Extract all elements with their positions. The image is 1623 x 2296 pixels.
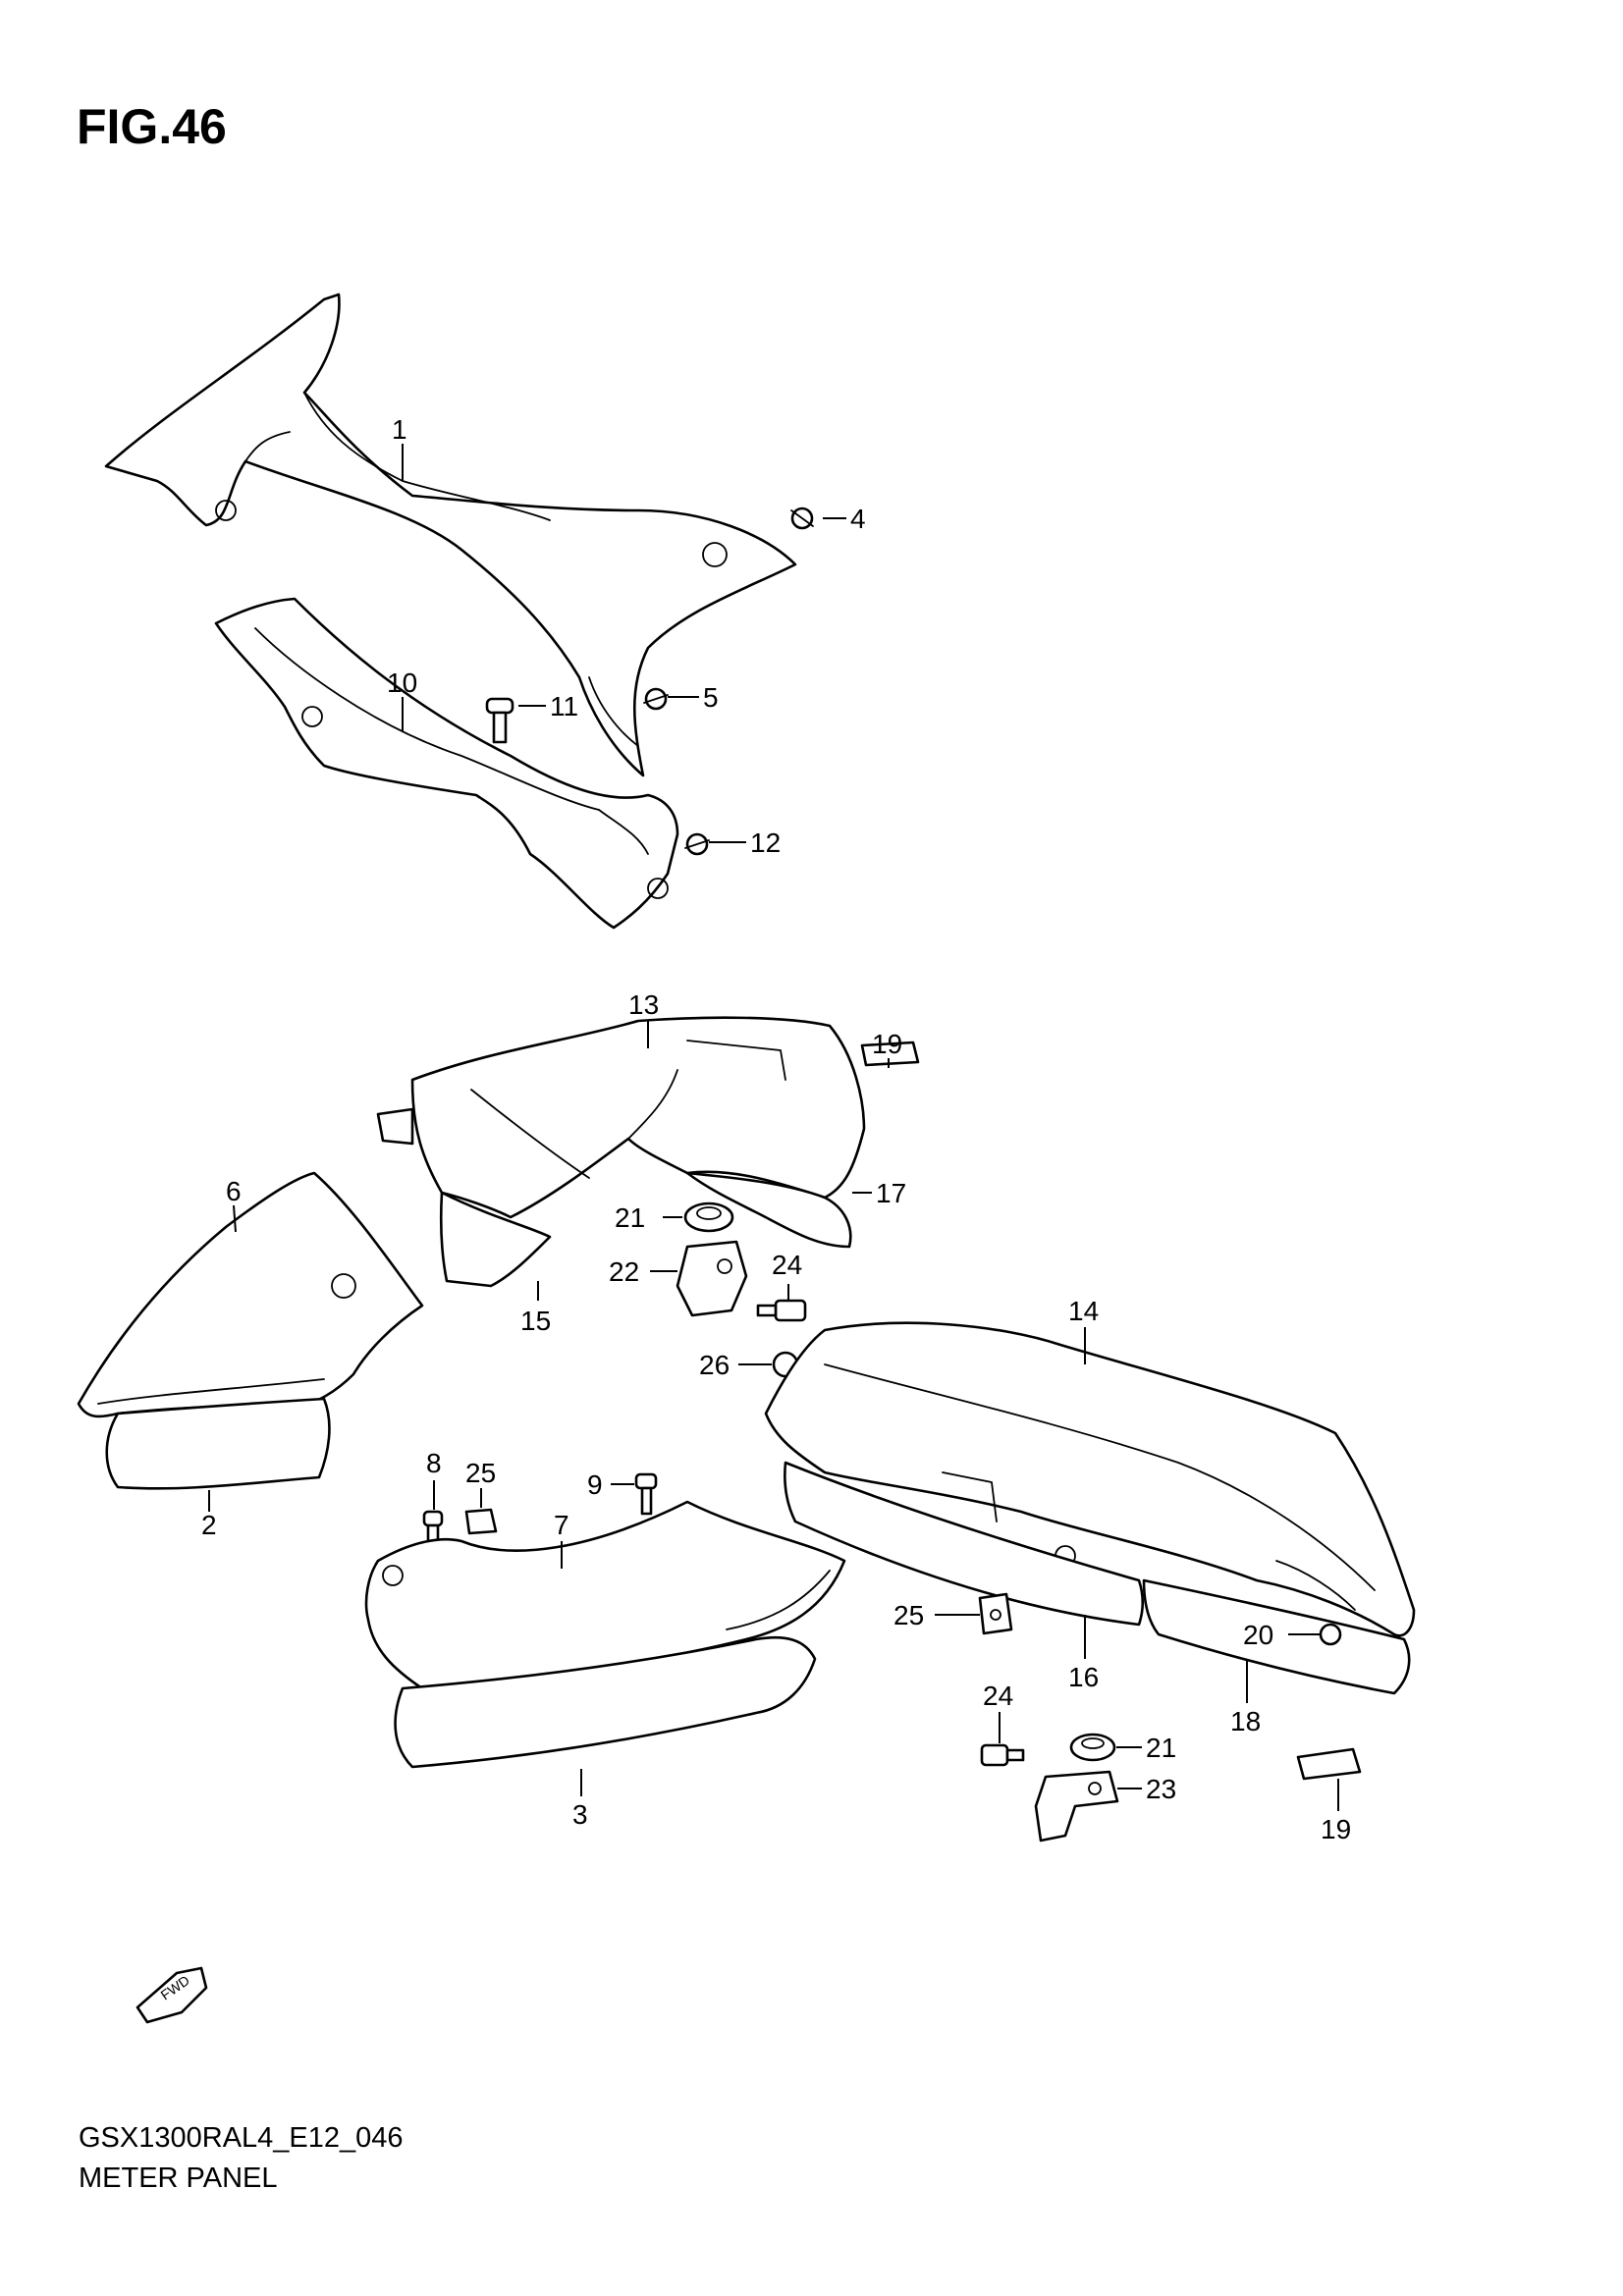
callout-16: 16 (1068, 1662, 1099, 1692)
callout-11: 11 (550, 691, 578, 721)
part-18-panel (1142, 1578, 1411, 1695)
callout-21-lower: 21 (1146, 1733, 1176, 1763)
callout-19-upper: 19 (872, 1029, 902, 1059)
part-6-cowl-left (77, 1171, 424, 1418)
figure-title: FIG.46 (77, 99, 227, 154)
part-25-clip-lower (978, 1592, 1013, 1635)
callout-17: 17 (876, 1178, 906, 1208)
callout-14: 14 (1068, 1296, 1099, 1326)
callout-1: 1 (392, 414, 407, 445)
part-2-panel-left (105, 1397, 331, 1490)
part-10-inner-panel-lower (214, 597, 679, 930)
figure-name: METER PANEL (79, 2163, 278, 2194)
part-8-screw (422, 1510, 444, 1551)
part-4-clip (790, 507, 814, 530)
part-23-bracket (1034, 1770, 1119, 1842)
callout-25-lower: 25 (893, 1600, 924, 1630)
callout-10: 10 (387, 667, 417, 698)
part-19-pad-upper (860, 1041, 920, 1067)
part-13-meter-cover (376, 1016, 866, 1219)
callout-26: 26 (699, 1350, 730, 1380)
callout-12: 12 (750, 828, 781, 858)
callout-5: 5 (703, 682, 719, 713)
callout-labels: 1 4 10 11 5 12 13 19 6 17 21 24 22 15 14… (201, 414, 1351, 1844)
part-19-pad-lower (1296, 1747, 1362, 1781)
callout-8: 8 (426, 1448, 442, 1478)
callout-4: 4 (850, 504, 866, 534)
part-14-cowl-right (764, 1321, 1416, 1637)
callout-19-lower: 19 (1321, 1814, 1351, 1844)
model-code: GSX1300RAL4_E12_046 (79, 2122, 404, 2154)
callout-2: 2 (201, 1510, 217, 1540)
fwd-arrow-icon: FWD (135, 1966, 208, 2024)
callout-18: 18 (1230, 1706, 1261, 1736)
callout-22: 22 (609, 1256, 639, 1287)
part-11-screw (485, 697, 514, 744)
callout-20: 20 (1243, 1620, 1273, 1650)
leader-lines (208, 444, 1339, 1811)
part-1-inner-panel-upper (104, 293, 797, 777)
callout-3: 3 (572, 1799, 588, 1830)
part-12-clip (684, 832, 710, 856)
callout-6: 6 (226, 1176, 242, 1206)
callout-21-upper: 21 (615, 1202, 645, 1233)
callout-25-upper: 25 (465, 1458, 496, 1488)
part-25-clip-upper (464, 1508, 498, 1535)
part-3-panel-bottom (394, 1635, 817, 1769)
callout-23: 23 (1146, 1774, 1176, 1804)
callout-24-upper: 24 (772, 1250, 802, 1280)
part-21-grommet-upper (683, 1201, 734, 1233)
part-7-cowl-lower (364, 1500, 846, 1690)
part-24-bolt-upper (756, 1299, 807, 1322)
part-9-screw (634, 1472, 658, 1516)
callout-13: 13 (628, 989, 659, 1020)
callout-15: 15 (520, 1306, 551, 1336)
callout-7: 7 (554, 1510, 569, 1540)
part-21-grommet-lower (1069, 1733, 1116, 1762)
part-16-panel (784, 1461, 1145, 1627)
part-5-clip (643, 687, 669, 711)
part-15-panel (439, 1191, 552, 1288)
callout-24-lower: 24 (983, 1681, 1013, 1711)
part-17-panel (685, 1171, 852, 1249)
callout-9: 9 (587, 1469, 603, 1500)
part-22-bracket (676, 1240, 748, 1317)
part-24-bolt-lower (980, 1743, 1025, 1767)
part-20-screw (1319, 1623, 1342, 1646)
